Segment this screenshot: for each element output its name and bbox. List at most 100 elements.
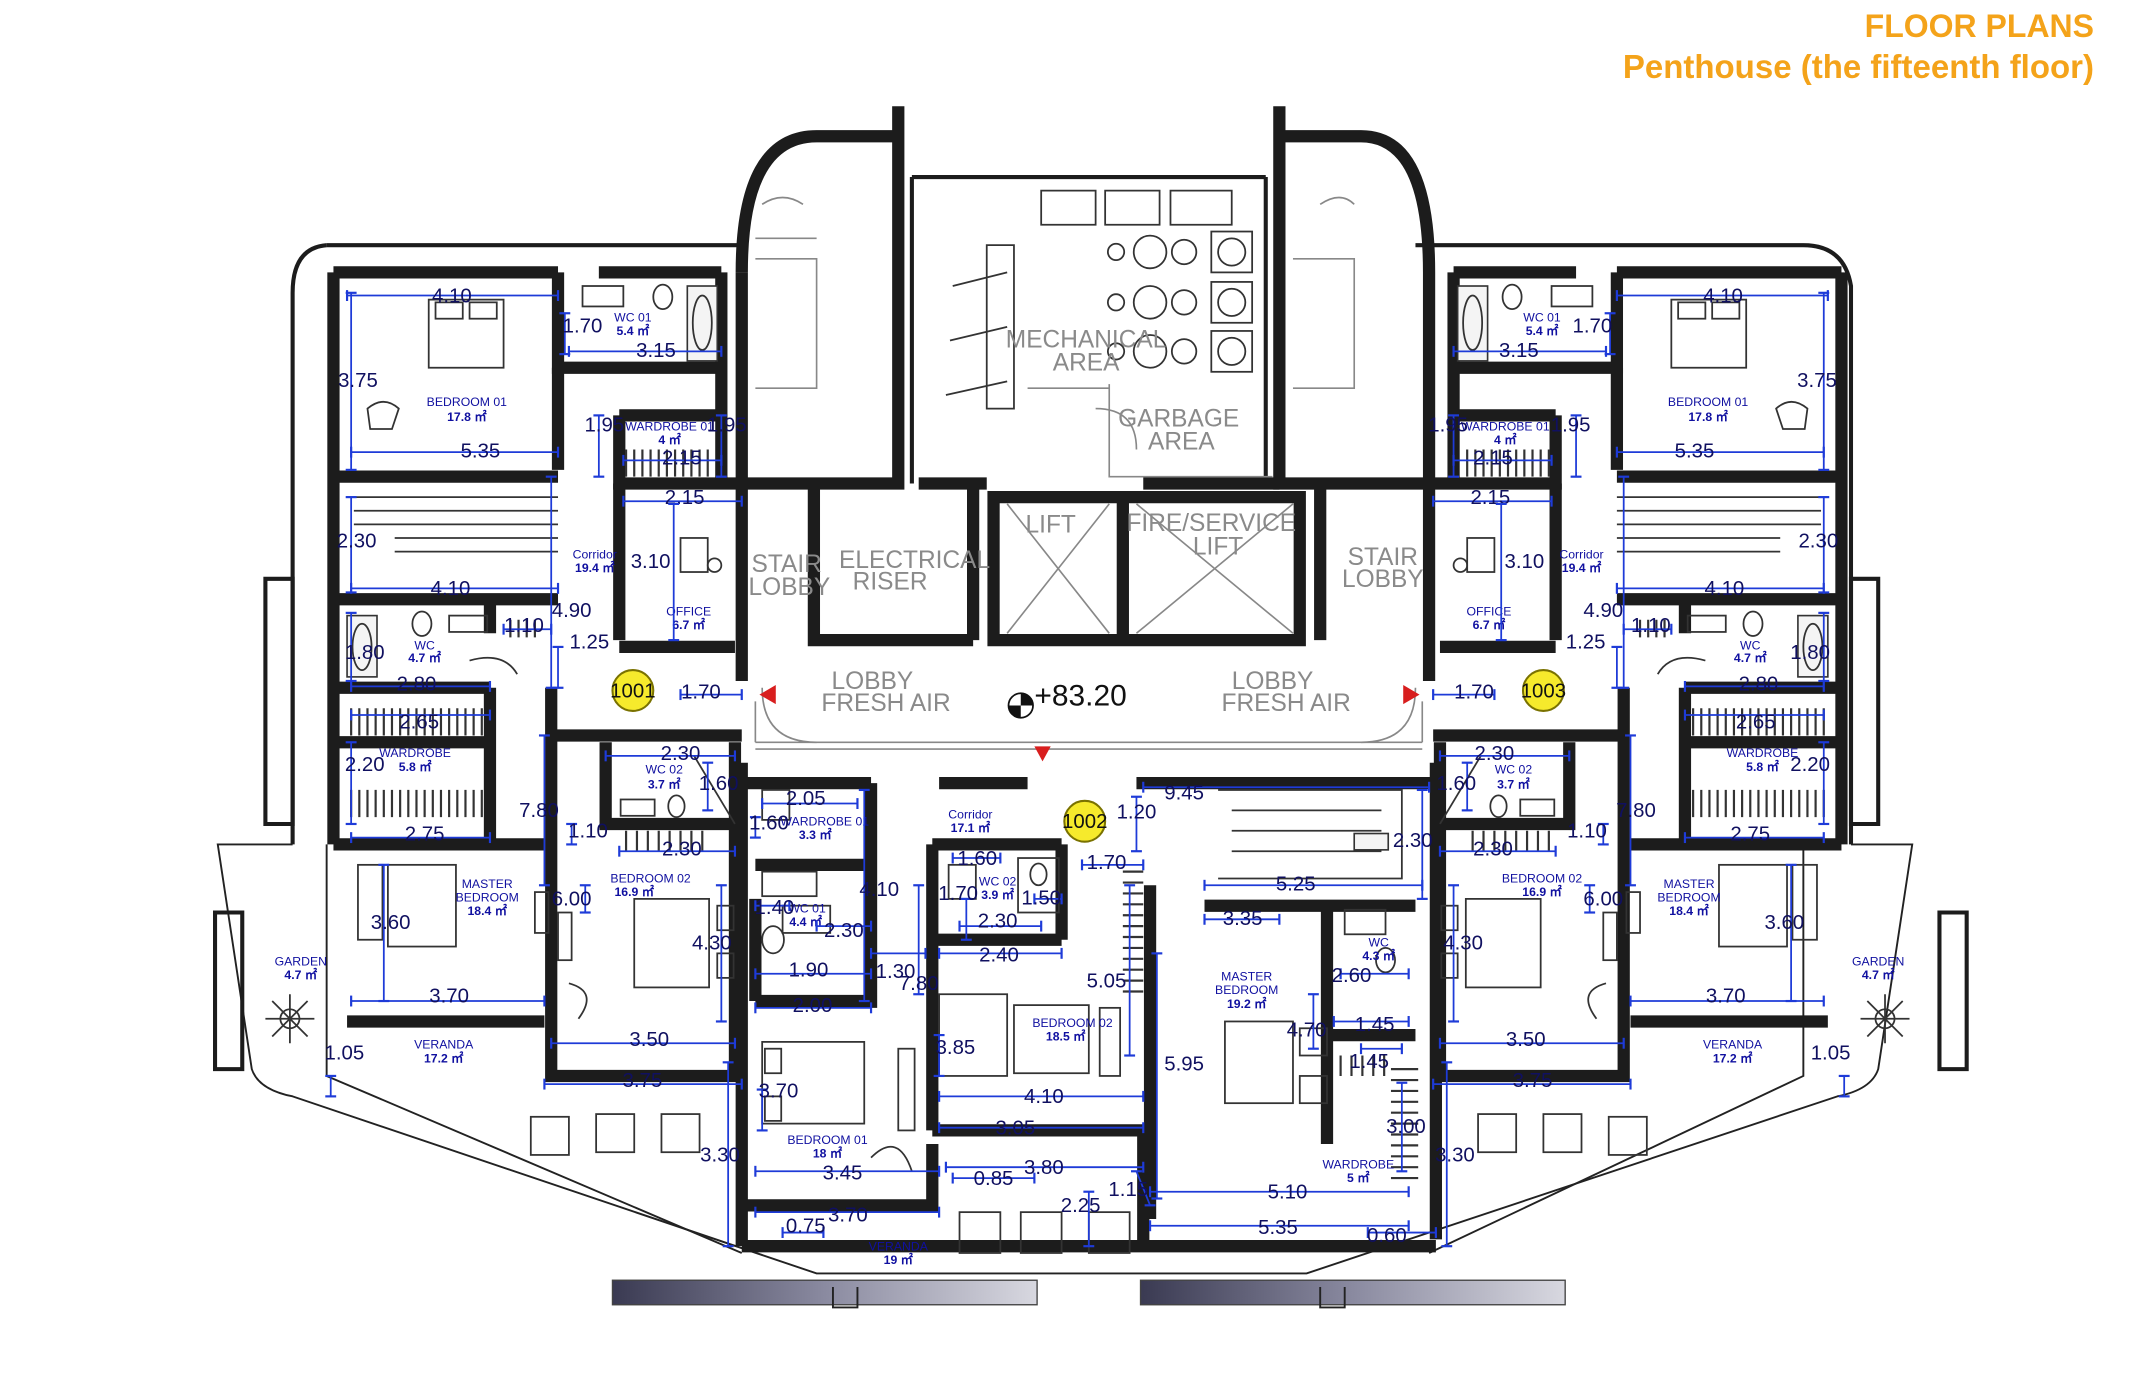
dimension-value: 1.60	[957, 848, 997, 870]
dimension-value: 1.20	[1117, 802, 1157, 824]
dimension-value: 1.90	[789, 960, 829, 982]
entry-arrow-left	[759, 685, 776, 705]
dimension-value: 1.45	[1355, 1014, 1395, 1036]
apartment-1002-walls	[735, 762, 1443, 1253]
entry-arrow-bottom	[1034, 746, 1051, 762]
dimension-value: 1.60	[699, 773, 739, 795]
room-name: WARDROBE	[1322, 1158, 1394, 1172]
dimension-value: 4.30	[692, 932, 732, 954]
room-name: WC	[1369, 936, 1390, 950]
apartment-1001-fixtures	[346, 283, 736, 1020]
dimension-value: 3.10	[631, 551, 671, 573]
dimension-value: 5.05	[1087, 970, 1127, 992]
dimension-value: 2.15	[665, 487, 705, 509]
dimension-value: 9.45	[1164, 782, 1204, 804]
dimension-value: 5.35	[1258, 1217, 1298, 1239]
dimension-value: 0.85	[974, 1168, 1014, 1190]
dimension-value: 6.00	[1583, 889, 1623, 911]
apartment-1003-room-labels: BEDROOM 01 17.8 ㎡ WC 01 5.4 ㎡ WARDROBE 0…	[1461, 310, 1904, 1065]
dimension-value: 4.10	[1703, 285, 1743, 307]
dimension-value: 3.70	[1706, 985, 1746, 1007]
room-name: BEDROOM 02	[1032, 1016, 1112, 1030]
dimension-value: 1.10	[1567, 821, 1607, 843]
room-name: Corridor	[948, 808, 992, 822]
room-area: 18.5 ㎡	[1046, 1029, 1086, 1044]
dimension-value: 3.70	[429, 985, 469, 1007]
dimension-value: 1.95	[584, 415, 624, 437]
room-area: 19 ㎡	[884, 1252, 914, 1267]
dimension-value: 1.45	[1349, 1051, 1389, 1073]
dimension-value: 3.60	[371, 912, 411, 934]
dimension-value: 1.60	[749, 812, 789, 834]
dimension-value: 3.70	[828, 1205, 868, 1227]
dimension-value: 4.90	[1583, 600, 1623, 622]
room-area: 5.4 ㎡	[1526, 323, 1559, 338]
dimension-value: 2.15	[1470, 487, 1510, 509]
dimension-value: 3.85	[936, 1037, 976, 1059]
room-area: 4 ㎡	[1494, 432, 1517, 447]
dimension-value: 2.80	[1739, 674, 1779, 696]
elevation-marker: +83.20	[1007, 679, 1127, 719]
apartment-1001	[265, 266, 742, 1083]
room-name: BEDROOM 02	[1502, 872, 1582, 886]
room-name: VERANDA	[1703, 1038, 1763, 1052]
lobby-fresh-air-right-label-line2: FRESH AIR	[1222, 690, 1351, 717]
building-outline	[213, 243, 1969, 1275]
dimension-value: 4.30	[1443, 932, 1483, 954]
room-name: BEDROOM	[1657, 891, 1720, 905]
room-name: BEDROOM 01	[1668, 395, 1748, 409]
electrical-riser-label: ELECTRICAL	[839, 547, 990, 574]
room-area: 19.2 ㎡	[1227, 996, 1267, 1011]
mechanical-area-label: MECHANICAL	[1006, 326, 1167, 353]
room-name: Corridor	[1559, 547, 1603, 561]
dimension-value: 3.10	[1504, 551, 1544, 573]
room-name: WC 02	[1495, 763, 1533, 777]
room-name: MASTER	[1221, 970, 1272, 984]
room-name: WC 01	[788, 902, 826, 916]
dimension-value: 5.10	[1268, 1182, 1308, 1204]
dimension-value: 1.10	[1631, 615, 1671, 637]
dimension-value: 1.70	[681, 682, 721, 704]
dimension-value: 4.10	[1024, 1086, 1064, 1108]
garbage-area-label-line2: AREA	[1148, 428, 1215, 455]
dimension-value: 4.10	[1705, 578, 1745, 600]
dimension-value: 2.75	[1730, 823, 1770, 845]
electrical-riser-label-line2: RISER	[853, 569, 928, 596]
dimension-value: 3.45	[823, 1162, 863, 1184]
garden-plant-left	[1860, 994, 1910, 1044]
dimension-value: 1.15	[1108, 1179, 1148, 1201]
room-area: 5 ㎡	[1347, 1170, 1370, 1185]
dimension-value: 1.95	[1428, 415, 1468, 437]
railing-right	[1139, 1279, 1566, 1306]
dimension-value: 1.05	[1811, 1043, 1851, 1065]
plan-title: FLOOR PLANS	[1864, 8, 2094, 44]
dimension-value: 7.80	[899, 973, 939, 995]
dimension-value: 3.60	[1764, 912, 1804, 934]
fire-service-lift-label-line2: LIFT	[1193, 533, 1243, 560]
dimension-value: 5.35	[461, 441, 501, 463]
apartment-1001-fixtures	[1439, 283, 1829, 1020]
dimension-value: 2.20	[1790, 754, 1830, 776]
dimension-value: 2.30	[1475, 743, 1515, 765]
apartment-marker-1003	[1521, 669, 1565, 712]
apartment-1002-room-labels: WARDROBE 01 3.3 ㎡ WC 01 4.4 ㎡ Corridor 1…	[780, 808, 1395, 1267]
dimension-value: 3.50	[629, 1029, 669, 1051]
dimension-value: 1.95	[707, 415, 747, 437]
stair-lobby-left-label: STAIR	[752, 551, 822, 578]
room-name: BEDROOM 02	[610, 872, 690, 886]
room-area: 5.4 ㎡	[617, 323, 650, 338]
apartment-marker-1001	[611, 669, 655, 712]
apartment-1003	[1433, 266, 1910, 1083]
room-name: WARDROBE 01	[625, 419, 714, 433]
dimension-value: 2.30	[337, 530, 377, 552]
dimension-value: 5.25	[1276, 874, 1316, 896]
room-name: MASTER	[1664, 877, 1715, 891]
dimension-value: 1.70	[938, 883, 978, 905]
room-area: 19.4 ㎡	[1562, 560, 1602, 575]
apartment-1001-walls	[327, 266, 742, 1083]
lobby-fresh-air-right-label: LOBBY	[1232, 668, 1314, 695]
room-name: MASTER	[462, 877, 513, 891]
dimension-value: 3.50	[1506, 1029, 1546, 1051]
